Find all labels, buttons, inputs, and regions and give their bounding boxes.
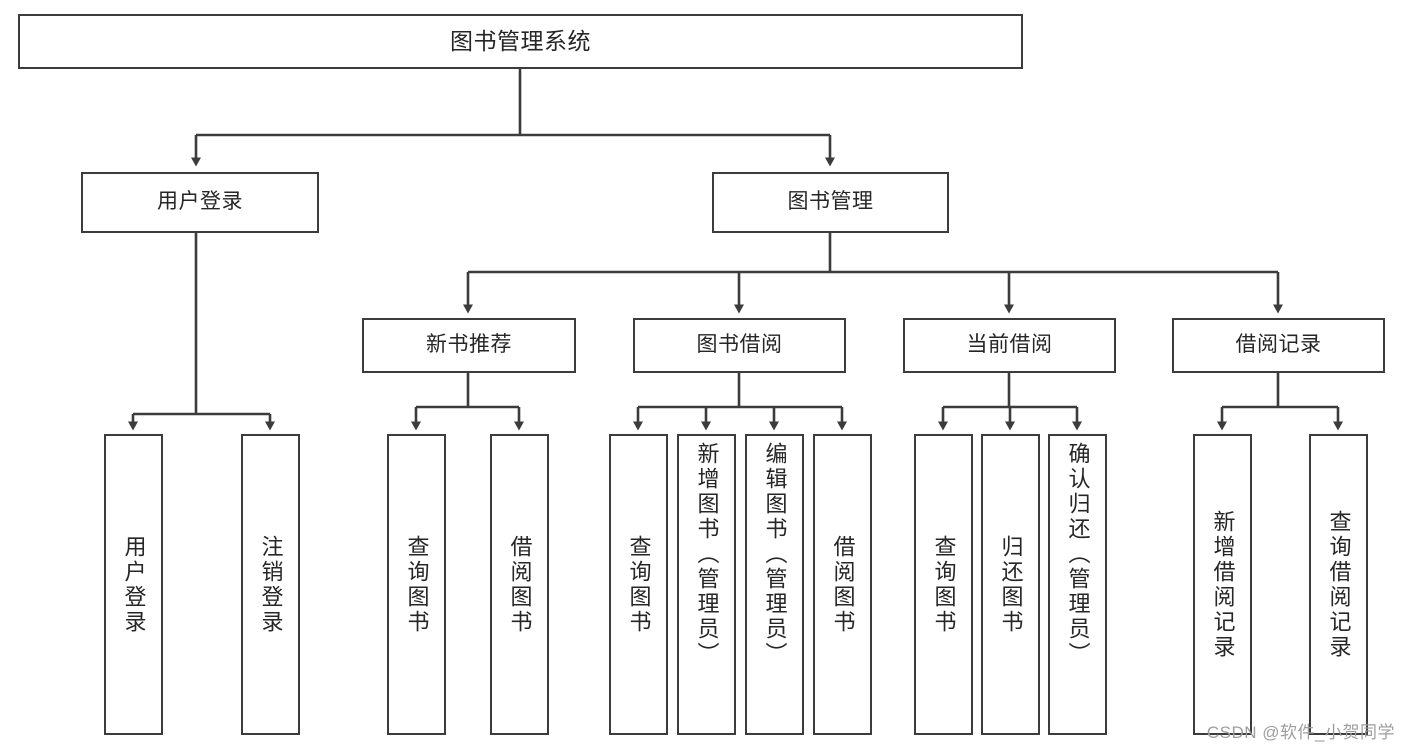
node-user-login-label: 用户登录 <box>157 190 243 214</box>
node-leaf-query-book-1[interactable]: 查询图书 <box>387 434 446 735</box>
node-leaf-edit-book[interactable]: 编辑图书（管理员） <box>745 434 804 735</box>
node-leaf-add-record[interactable]: 新增借阅记录 <box>1193 434 1252 735</box>
node-book-borrow-label: 图书借阅 <box>696 333 783 357</box>
node-root[interactable]: 图书管理系统 <box>18 14 1023 69</box>
node-root-label: 图书管理系统 <box>450 27 591 54</box>
node-leaf-add-record-label: 新增借阅记录 <box>1210 509 1236 660</box>
node-current-borrow-label: 当前借阅 <box>966 333 1053 357</box>
node-leaf-return-book-label: 归还图书 <box>998 534 1024 635</box>
node-book-manage-label: 图书管理 <box>787 190 874 214</box>
node-borrow-record[interactable]: 借阅记录 <box>1172 318 1385 373</box>
node-leaf-edit-book-label: 编辑图书（管理员） <box>762 442 788 667</box>
node-new-book-rec[interactable]: 新书推荐 <box>362 318 576 373</box>
node-leaf-query-book-1-label: 查询图书 <box>404 534 430 635</box>
node-leaf-borrow-book-1-label: 借阅图书 <box>507 534 533 635</box>
node-leaf-logout-label: 注销登录 <box>258 534 284 635</box>
node-current-borrow[interactable]: 当前借阅 <box>903 318 1116 373</box>
node-leaf-borrow-book-2[interactable]: 借阅图书 <box>813 434 872 735</box>
node-leaf-logout[interactable]: 注销登录 <box>241 434 300 735</box>
node-leaf-add-book-label: 新增图书（管理员） <box>694 442 720 667</box>
node-book-manage[interactable]: 图书管理 <box>712 172 949 233</box>
node-leaf-confirm-return[interactable]: 确认归还（管理员） <box>1048 434 1107 735</box>
node-leaf-query-book-3[interactable]: 查询图书 <box>914 434 973 735</box>
node-leaf-query-book-2-label: 查询图书 <box>626 534 652 635</box>
node-new-book-rec-label: 新书推荐 <box>426 333 512 357</box>
node-leaf-borrow-book-1[interactable]: 借阅图书 <box>490 434 549 735</box>
node-leaf-borrow-book-2-label: 借阅图书 <box>830 534 856 635</box>
node-leaf-return-book[interactable]: 归还图书 <box>981 434 1040 735</box>
node-leaf-user-login-label: 用户登录 <box>121 534 147 635</box>
node-book-borrow[interactable]: 图书借阅 <box>633 318 846 373</box>
node-user-login[interactable]: 用户登录 <box>81 172 319 233</box>
node-leaf-query-record[interactable]: 查询借阅记录 <box>1309 434 1368 735</box>
node-leaf-user-login[interactable]: 用户登录 <box>104 434 163 735</box>
node-leaf-query-book-2[interactable]: 查询图书 <box>609 434 668 735</box>
node-leaf-query-record-label: 查询借阅记录 <box>1326 509 1352 660</box>
node-leaf-add-book[interactable]: 新增图书（管理员） <box>677 434 736 735</box>
node-leaf-query-book-3-label: 查询图书 <box>931 534 957 635</box>
node-borrow-record-label: 借阅记录 <box>1235 333 1322 357</box>
node-leaf-confirm-return-label: 确认归还（管理员） <box>1065 442 1091 667</box>
